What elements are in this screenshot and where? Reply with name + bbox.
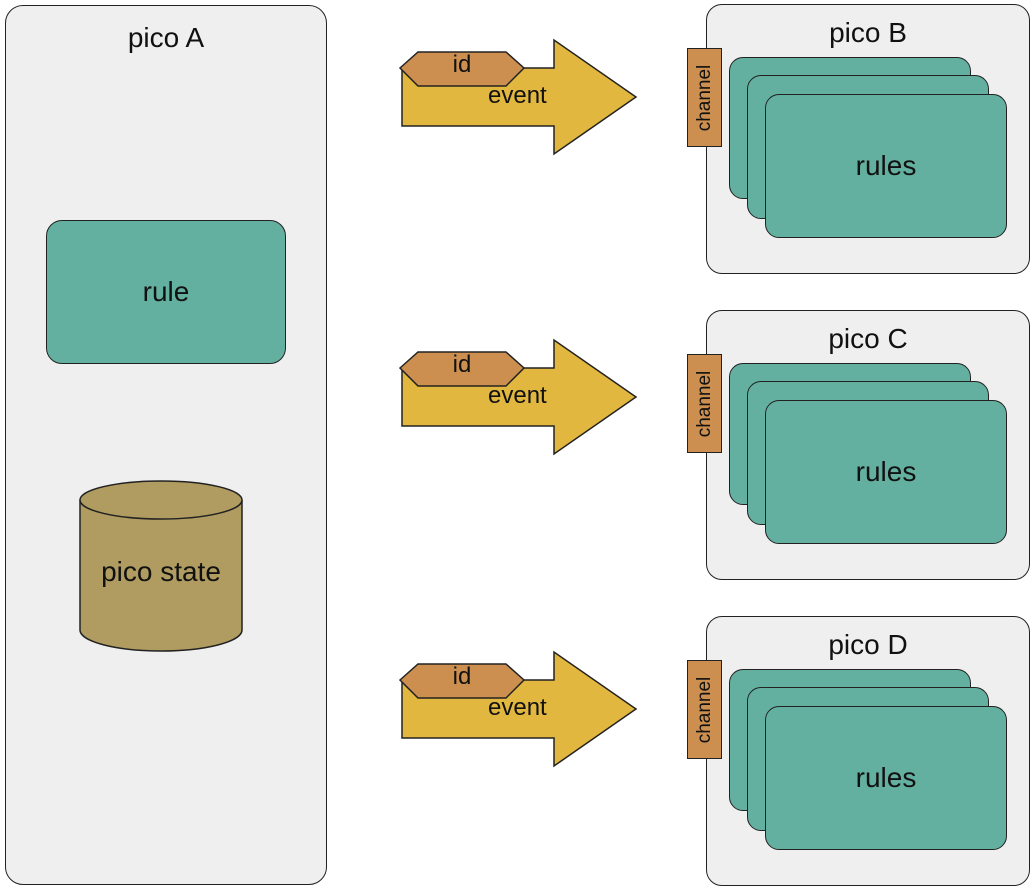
pico-b-title: pico B (829, 17, 907, 48)
rule-card-front: rules (765, 400, 1007, 544)
channel-label: channel (693, 64, 715, 131)
pico-a-title: pico A (127, 22, 205, 53)
database-icon (79, 480, 243, 652)
pico-state-cylinder: pico state (78, 478, 244, 654)
event-arrow-d: id event (396, 650, 640, 768)
channel-d: channel (687, 660, 722, 759)
channel-c: channel (687, 354, 722, 453)
pico-a-panel: pico A rule (5, 5, 327, 885)
event-arrow-b: id event (396, 38, 640, 156)
rule-box: rule (46, 220, 286, 364)
rules-label: rules (855, 150, 917, 181)
event-label: event (488, 82, 547, 109)
pico-c-title: pico C (828, 323, 908, 354)
pico-d-title: pico D (828, 629, 908, 660)
event-arrow-c: id event (396, 338, 640, 456)
channel-b: channel (687, 48, 722, 147)
id-tag-label: id (452, 663, 472, 690)
event-label: event (488, 694, 547, 721)
rule-label: rule (142, 276, 190, 307)
channel-label: channel (693, 370, 715, 437)
event-label: event (488, 382, 547, 409)
channel-label: channel (693, 676, 715, 743)
id-tag-label: id (452, 351, 472, 378)
event-arrow-icon (398, 38, 638, 156)
event-arrow-icon (398, 650, 638, 768)
rule-card-front: rules (765, 706, 1007, 850)
rule-card-front: rules (765, 94, 1007, 238)
rules-label: rules (855, 456, 917, 487)
pico-state-label: pico state (101, 556, 221, 587)
event-arrow-icon (398, 338, 638, 456)
rules-label: rules (855, 762, 917, 793)
id-tag-label: id (452, 51, 472, 78)
